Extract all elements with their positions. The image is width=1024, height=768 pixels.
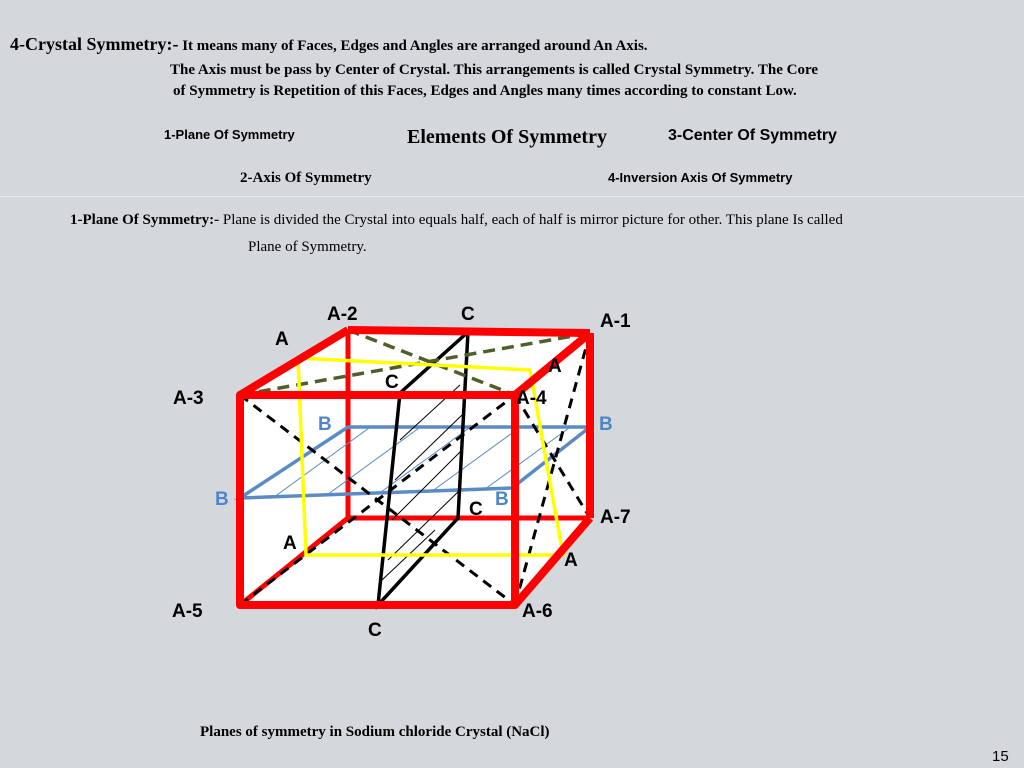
label-a-right: A bbox=[548, 356, 562, 377]
slide-number: 15 bbox=[992, 748, 1009, 765]
label-a-low-right: A bbox=[564, 550, 578, 571]
element-axis: 2-Axis Of Symmetry bbox=[240, 170, 372, 186]
label-c-top: C bbox=[461, 304, 475, 325]
label-a7: A-7 bbox=[600, 507, 631, 528]
figure-caption: Planes of symmetry in Sodium chloride Cr… bbox=[200, 724, 550, 740]
label-b-inner-left: B bbox=[318, 414, 332, 435]
intro-line-1: It means many of Faces, Edges and Angles… bbox=[182, 38, 648, 54]
label-b-left: B bbox=[215, 489, 229, 510]
label-c-bottom: C bbox=[368, 620, 382, 641]
elements-title: Elements Of Symmetry bbox=[407, 126, 607, 148]
label-a6: A-6 bbox=[522, 601, 553, 622]
definition-line-2: Plane of Symmetry. bbox=[248, 239, 367, 255]
cube-visible-edges bbox=[236, 326, 594, 609]
definition-paragraph: 1-Plane Of Symmetry:- Plane is divided t… bbox=[70, 212, 843, 229]
intro-line-2: The Axis must be pass by Center of Cryst… bbox=[170, 62, 819, 78]
label-c-center: C bbox=[469, 499, 483, 520]
label-b-center: B bbox=[495, 489, 509, 510]
label-b-right: B bbox=[599, 414, 613, 435]
label-a-top-left: A bbox=[275, 329, 289, 350]
element-center: 3-Center Of Symmetry bbox=[668, 127, 837, 144]
definition-line-1: Plane is divided the Crystal into equals… bbox=[222, 212, 843, 228]
element-plane: 1-Plane Of Symmetry bbox=[164, 127, 295, 142]
section-heading: 4-Crystal Symmetry:- bbox=[10, 34, 179, 54]
label-a5: A-5 bbox=[172, 601, 203, 622]
element-inversion-axis: 4-Inversion Axis Of Symmetry bbox=[608, 170, 793, 185]
definition-heading: 1-Plane Of Symmetry:- bbox=[70, 212, 220, 228]
intro-line-3: of Symmetry is Repetition of this Faces,… bbox=[173, 83, 797, 99]
divider bbox=[0, 196, 1024, 197]
label-a3: A-3 bbox=[173, 388, 204, 409]
label-a2: A-2 bbox=[327, 304, 358, 325]
label-c-mid: C bbox=[385, 372, 399, 393]
label-a1: A-1 bbox=[600, 311, 631, 332]
label-a-low-left: A bbox=[283, 533, 297, 554]
plane-c bbox=[375, 327, 470, 611]
label-a4: A-4 bbox=[516, 388, 547, 409]
intro-paragraph: 4-Crystal Symmetry:- It means many of Fa… bbox=[10, 34, 648, 55]
